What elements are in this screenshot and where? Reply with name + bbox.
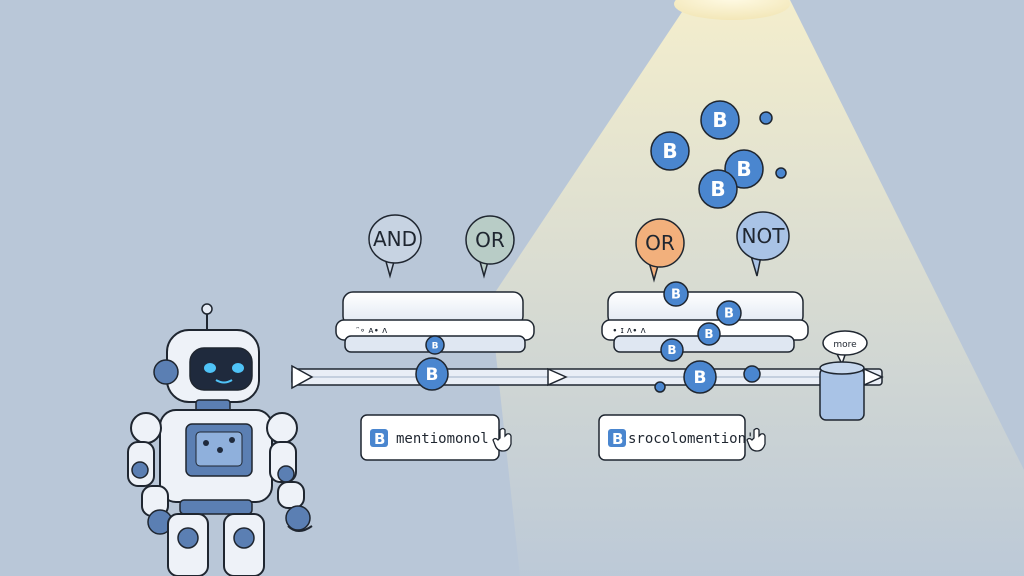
bin-icon: [819, 361, 865, 421]
token-bubble: [663, 281, 689, 307]
or-left-label: OR: [475, 228, 505, 252]
tray-left-scribble: ᵔ∘ ᴀ∙ ᴧ: [356, 326, 388, 336]
token-glyph: B: [704, 327, 713, 341]
or-right-label: OR: [645, 231, 675, 255]
hand-pointer-icon: [746, 427, 766, 452]
token-bubble: [743, 365, 761, 383]
tray-right-scribble: ∙ ɪ ᴧ∙ ᴧ: [612, 326, 647, 336]
card-left-icon-glyph: B: [374, 430, 385, 448]
token-bubble: [654, 381, 666, 393]
card-left-text: mentiomonol: [396, 431, 489, 447]
token-glyph: B: [694, 368, 707, 388]
token-bubble: [650, 131, 690, 171]
and-label: AND: [373, 227, 417, 251]
card-right-icon-glyph: B: [612, 430, 623, 448]
spotlight-beam: [490, 0, 1024, 576]
conveyor-belt: [291, 364, 884, 390]
token-glyph: B: [426, 365, 439, 385]
card-right-text: srocolomention'l: [628, 431, 763, 447]
token-glyph: B: [724, 307, 734, 322]
more-bubble: more: [822, 330, 868, 366]
token-bubble: [698, 169, 738, 209]
token-bubble: [700, 100, 740, 140]
not-label: NOT: [742, 224, 786, 248]
token-glyph: B: [667, 343, 676, 357]
more-label: more: [833, 340, 857, 350]
hand-pointer-icon: [492, 427, 512, 452]
token-bubble: [716, 300, 742, 326]
token-bubble: [759, 111, 773, 125]
token-bubble: [775, 167, 787, 179]
or-bubble-right: OR: [635, 218, 685, 283]
token-bubble: [683, 360, 717, 394]
or-bubble-left: OR: [465, 215, 515, 279]
b-logo-icon: [608, 429, 626, 447]
and-bubble: AND: [368, 214, 422, 279]
token-glyph: B: [662, 139, 677, 163]
token-glyph: B: [712, 108, 727, 132]
belt-start-arrow-icon: [291, 364, 314, 390]
not-bubble: NOT: [736, 211, 790, 277]
robot-icon: [127, 303, 313, 576]
spotlight-lamp: [674, 0, 790, 20]
token-bubble: [660, 338, 684, 362]
result-card-left: B mentiomonol: [360, 414, 512, 461]
result-card-right: B srocolomention'l: [598, 414, 766, 461]
token-bubble: [425, 335, 445, 355]
token-glyph: B: [736, 157, 751, 181]
b-logo-icon: [370, 429, 388, 447]
token-glyph: B: [671, 288, 681, 303]
token-glyph: B: [710, 177, 725, 201]
token-glyph: B: [432, 341, 439, 351]
belt-mid-arrow-icon: [547, 367, 568, 387]
token-bubble: [415, 357, 449, 391]
token-bubble: [697, 322, 721, 346]
